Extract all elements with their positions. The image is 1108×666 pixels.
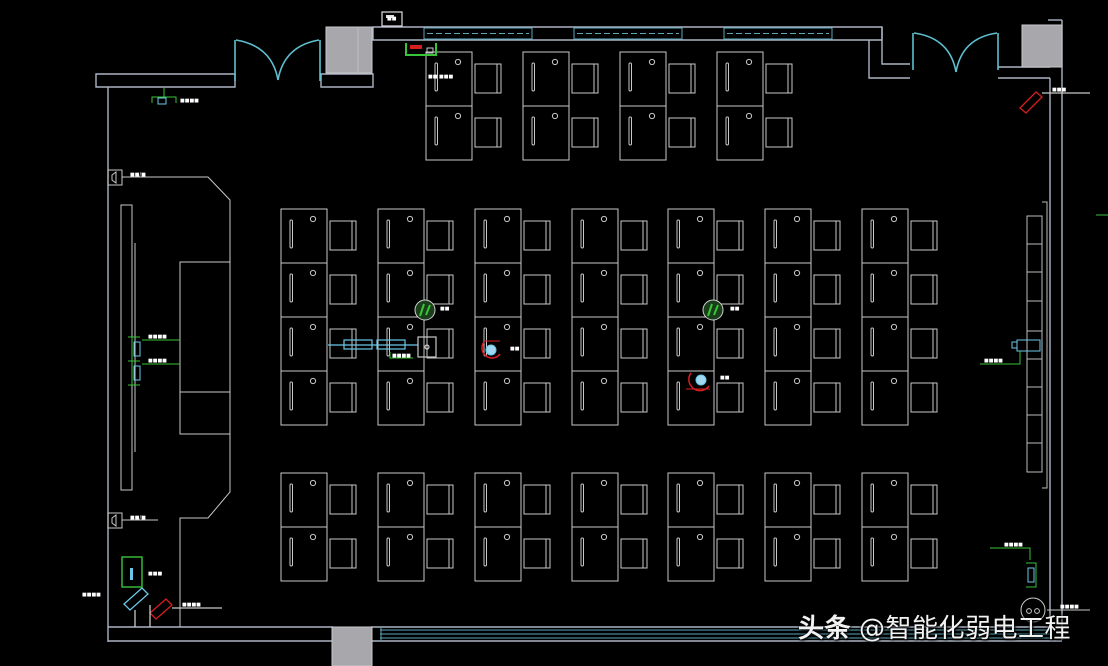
- workstation: [474, 526, 551, 582]
- top-windows: [423, 27, 833, 40]
- svg-text:■■■■: ■■■■: [984, 358, 1003, 364]
- speaker-icons: [107, 169, 158, 529]
- workstation: [571, 262, 648, 318]
- workstation: [861, 262, 938, 318]
- workstation: [764, 472, 841, 528]
- svg-text:■■: ■■: [440, 306, 450, 312]
- watermark-handle: @智能化弱电工程: [859, 614, 1072, 644]
- ceiling-device-icons: [481, 340, 710, 392]
- workstation: [377, 208, 454, 264]
- svg-text:■■: ■■: [720, 375, 730, 381]
- svg-text:■■■■: ■■■■: [182, 602, 201, 608]
- columns: [325, 24, 1063, 666]
- svg-text:■■: ■■: [730, 306, 740, 312]
- svg-text:■■■■: ■■■■: [148, 358, 167, 364]
- workstation: [861, 316, 938, 372]
- workstation: [280, 208, 357, 264]
- bottom-window: [380, 627, 1050, 641]
- workstation: [861, 208, 938, 264]
- walls: [95, 19, 1063, 642]
- workstation: [716, 105, 793, 161]
- workstation: [667, 370, 744, 426]
- workstation: [280, 472, 357, 528]
- svg-text:■■ ■■■: ■■ ■■■: [428, 74, 453, 80]
- workstation: [474, 316, 551, 372]
- workstation: [522, 105, 599, 161]
- workstation: [764, 316, 841, 372]
- workstation: [861, 370, 938, 426]
- workstation: [377, 370, 454, 426]
- wireless-ap-icons: [414, 299, 724, 321]
- right-cabinets: [1026, 201, 1048, 489]
- workstation: [474, 472, 551, 528]
- workstation: [716, 51, 793, 107]
- workstation: [377, 472, 454, 528]
- desk-grid: [280, 51, 938, 582]
- workstation: [619, 51, 696, 107]
- svg-text:■■: ■■: [510, 346, 520, 352]
- workstation: [861, 526, 938, 582]
- workstation: [474, 370, 551, 426]
- svg-text:■■■■: ■■■■: [1060, 604, 1079, 610]
- watermark: 头条@智能化弱电工程: [798, 612, 1071, 646]
- right-wall-devices: [980, 214, 1108, 623]
- workstation: [425, 105, 502, 161]
- workstation: [522, 51, 599, 107]
- workstation: [280, 370, 357, 426]
- workstation: [619, 105, 696, 161]
- workstation: [280, 316, 357, 372]
- workstation: [667, 316, 744, 372]
- workstation: [571, 208, 648, 264]
- workstation: [667, 472, 744, 528]
- svg-text:■■■: ■■■: [148, 571, 162, 577]
- workstation: [571, 526, 648, 582]
- doors: [234, 32, 999, 81]
- workstation: [764, 208, 841, 264]
- workstation: [764, 526, 841, 582]
- workstation: [861, 472, 938, 528]
- svg-text:■■/■: ■■/■: [130, 172, 146, 178]
- watermark-brand: 头条: [798, 614, 852, 644]
- workstation: [571, 472, 648, 528]
- workstation: [280, 526, 357, 582]
- workstation: [571, 370, 648, 426]
- svg-text:■■■: ■■■: [1052, 87, 1066, 93]
- workstation: [764, 262, 841, 318]
- top-network-cabinet: [381, 11, 437, 56]
- podium-area: [120, 176, 231, 627]
- svg-text:■■■■: ■■■■: [82, 592, 101, 598]
- workstation: [764, 370, 841, 426]
- svg-text:■■: ■■: [387, 16, 397, 22]
- workstation: [667, 208, 744, 264]
- svg-text:■■■■: ■■■■: [180, 98, 199, 104]
- svg-text:■■■■: ■■■■: [148, 334, 167, 340]
- annotation-labels: ■■ ■■■ ■■■■ ■■/■ ■■/■ ■■■■ ■■■■ ■■■ ■■ ■…: [82, 16, 1079, 610]
- camera-icons: [123, 91, 1090, 627]
- workstation: [571, 316, 648, 372]
- projector-run: [328, 336, 437, 359]
- workstation: [280, 262, 357, 318]
- left-wall-devices: [121, 88, 180, 588]
- svg-text:■■■■: ■■■■: [1004, 542, 1023, 548]
- workstation: [377, 526, 454, 582]
- workstation: [474, 262, 551, 318]
- svg-text:■■■■: ■■■■: [392, 353, 411, 359]
- workstation: [377, 316, 454, 372]
- workstation: [667, 526, 744, 582]
- workstation: [474, 208, 551, 264]
- svg-text:■■/■: ■■/■: [130, 515, 146, 521]
